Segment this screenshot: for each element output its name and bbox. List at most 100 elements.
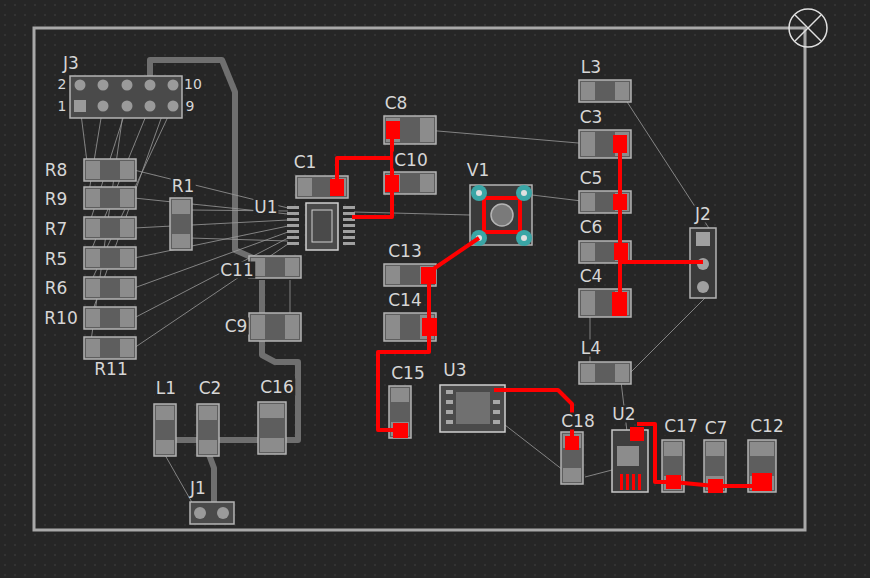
- header-footprint: [98, 101, 109, 112]
- header-footprint: [217, 507, 229, 519]
- top-pad: [626, 474, 629, 490]
- ratsnest-line: [354, 212, 470, 215]
- designator: J2: [694, 206, 712, 223]
- pin-number: 10: [183, 77, 203, 91]
- pin-number: 1: [57, 99, 68, 113]
- designator: C12: [749, 418, 785, 435]
- board-outline: [34, 28, 805, 530]
- passive-footprint: [579, 80, 631, 102]
- ic-footprint: [446, 410, 453, 414]
- passive-footprint: [296, 176, 348, 198]
- passive-footprint: [84, 337, 136, 359]
- pin-number: 9: [185, 99, 196, 113]
- passive-footprint: [84, 277, 136, 299]
- top-pad: [630, 427, 644, 441]
- ic-footprint: [306, 203, 338, 250]
- header-footprint: [194, 507, 206, 519]
- designator: U1: [253, 199, 278, 216]
- ic-footprint: [343, 242, 355, 245]
- ratsnest-line: [80, 85, 716, 513]
- ic-footprint: [343, 206, 355, 209]
- top-pad: [632, 474, 635, 490]
- header-footprint: [168, 101, 179, 112]
- bottom-trace: [208, 452, 214, 505]
- ic-footprint: [617, 446, 639, 466]
- switch-footprint: [516, 185, 532, 201]
- header-footprint: [74, 100, 86, 112]
- top-trace: [378, 238, 479, 430]
- passive-footprint: [561, 432, 583, 484]
- ratsnest-line: [630, 287, 716, 373]
- designator: C18: [560, 413, 596, 430]
- switch-footprint: [476, 190, 482, 196]
- passive-footprint: [84, 159, 136, 181]
- passive-footprint: [84, 80, 776, 492]
- top-trace: [637, 424, 762, 486]
- switch-footprint: [484, 198, 520, 232]
- top-pad: [612, 292, 627, 316]
- designator: R6: [44, 280, 69, 297]
- designator: C8: [384, 95, 409, 112]
- top-pad: [565, 436, 579, 450]
- passive-footprint: [197, 404, 219, 456]
- passive-footprint: [84, 307, 136, 329]
- passive-footprint: [249, 313, 301, 341]
- ic-footprint: [440, 385, 505, 432]
- ic-footprint: [493, 400, 500, 404]
- header-footprint: [696, 232, 710, 246]
- origin-marker: [795, 15, 821, 41]
- ic-footprint: [493, 410, 500, 414]
- designator: C4: [579, 268, 604, 285]
- passive-footprint: [84, 247, 136, 269]
- ic-footprint: [312, 210, 332, 242]
- top-pad: [385, 175, 399, 192]
- top-pad: [422, 318, 437, 336]
- switch-footprint: [471, 185, 487, 201]
- designator: U2: [611, 406, 636, 423]
- top-trace: [618, 144, 622, 303]
- passive-footprint: [384, 172, 436, 194]
- designator: C6: [579, 219, 604, 236]
- header-footprint: [70, 76, 182, 118]
- header-footprint: [122, 80, 133, 91]
- top-trace: [620, 260, 703, 264]
- header-footprint: [75, 80, 86, 91]
- top-pad: [638, 474, 641, 490]
- ic-footprint: [287, 206, 299, 209]
- designator: L4: [580, 340, 602, 357]
- ic-footprint: [287, 212, 299, 215]
- top-pad: [393, 423, 408, 438]
- designator: J3: [62, 55, 80, 72]
- top-trace: [337, 130, 392, 187]
- top-pad: [386, 121, 400, 139]
- ic-footprint: [287, 203, 648, 492]
- designator: L1: [155, 380, 177, 397]
- ratsnest-line: [620, 91, 716, 239]
- ratsnest-line: [88, 106, 103, 198]
- switch-footprint: [470, 185, 532, 246]
- designator: C14: [387, 292, 423, 309]
- ratsnest-line: [585, 470, 612, 477]
- top-pad: [613, 135, 627, 153]
- designator: V1: [466, 162, 490, 179]
- designator: C9: [224, 318, 249, 335]
- passive-footprint: [84, 187, 136, 209]
- header-footprint: [190, 502, 234, 524]
- ic-footprint: [343, 224, 355, 227]
- header-footprint: [145, 80, 156, 91]
- switch-footprint: [470, 185, 532, 245]
- designator: R9: [44, 191, 69, 208]
- passive-footprint: [258, 402, 286, 454]
- passive-footprint: [84, 217, 136, 239]
- designator: R5: [44, 251, 69, 268]
- header-footprint: [70, 76, 716, 524]
- ic-footprint: [456, 392, 490, 424]
- designator: C17: [663, 418, 699, 435]
- header-footprint: [697, 281, 709, 293]
- header-footprint: [145, 101, 156, 112]
- designator: C11: [219, 262, 255, 279]
- origin-marker: [789, 9, 827, 47]
- ic-footprint: [343, 212, 355, 215]
